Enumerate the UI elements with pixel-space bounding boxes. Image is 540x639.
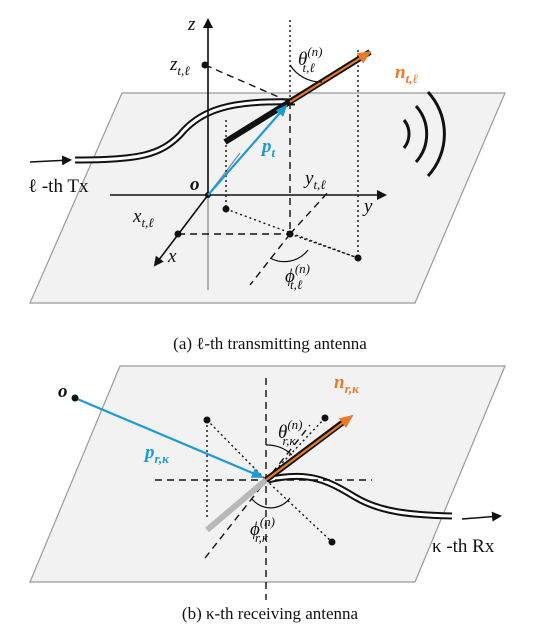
y-axis-label: y [362,196,373,217]
x-coord-label: xt,ℓ [132,206,154,230]
origin-label-a: o [190,174,200,195]
p-vector-a [207,104,288,196]
x-axis-label: x [167,246,177,267]
z-axis-label: z [187,14,196,35]
rx-arrow [461,511,502,522]
phi-label-b: ϕ(n)r,κ [250,514,275,545]
n-vector-label-b: nr,κ [334,372,360,396]
n-vector-label-a: nt,ℓ [395,62,418,86]
z-coord-label: zt,ℓ [169,54,190,78]
p-vector-label-a: pt [260,136,276,160]
rx-label: κ -th Rx [432,536,495,557]
theta-label-a: θ(n)t,ℓ [298,44,323,75]
origin-label-b: o [58,381,68,402]
origin-point-b [71,394,79,402]
p-vector-label-b: pr,κ [143,442,170,466]
y-coord-label: yt,ℓ [303,168,326,192]
tx-label: ℓ -th Tx [28,176,89,197]
ground-plane-b [29,365,506,583]
tx-arrow [29,155,72,166]
caption-b: (b) κ-th receiving antenna [181,604,359,623]
caption-a: (a) ℓ-th transmitting antenna [173,334,367,353]
p-vector-b [74,396,264,479]
diagram-b: o pr,κ nr,κ θ(n)r,κ ϕ(n)r,κ κ -th Rx [29,365,506,600]
phi-label-a: ϕ(n)t,ℓ [285,261,310,292]
x-axis [153,194,209,267]
theta-label-b: θ(n)r,κ [278,417,303,448]
wireless-waves-icon [402,90,446,178]
diagram-a: z y x o zt,ℓ yt,ℓ xt,ℓ θ(n)t,ℓ ϕ(n)t,ℓ n… [28,14,506,304]
ground-plane-a [29,92,506,304]
